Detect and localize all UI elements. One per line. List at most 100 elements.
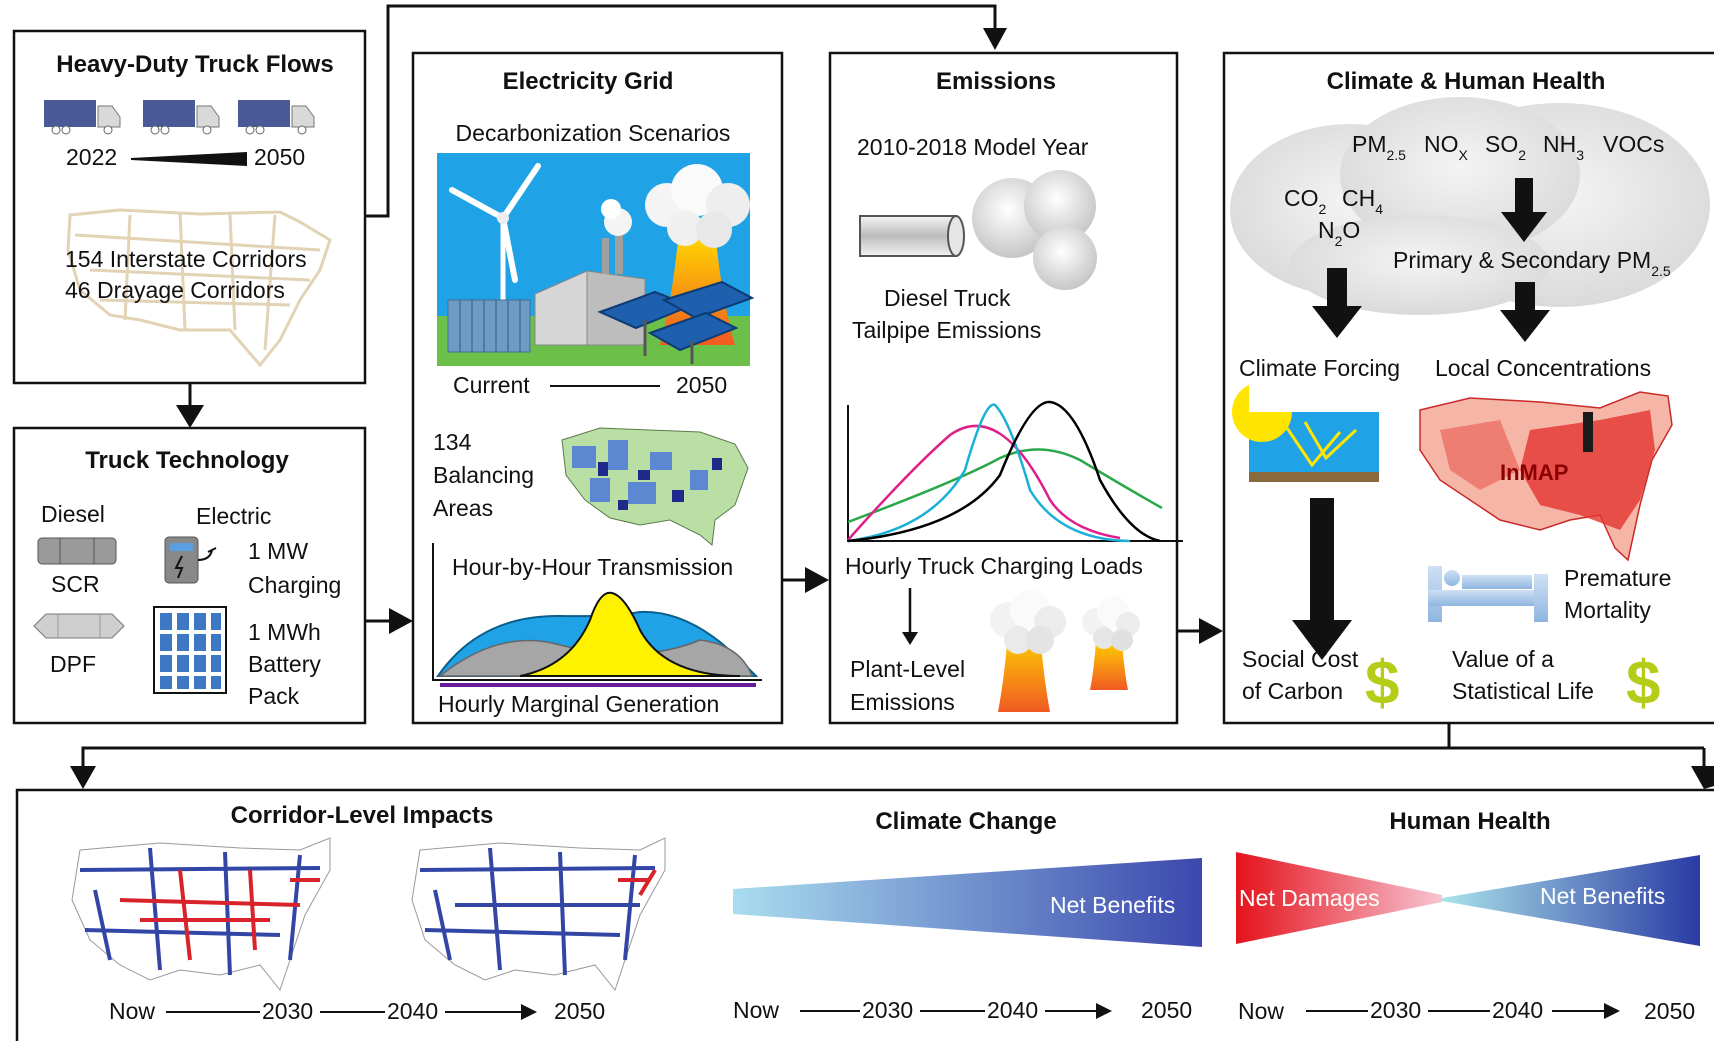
panel-title: Climate & Human Health (1327, 68, 1606, 95)
health-axis-now: Now (1238, 998, 1284, 1024)
premature-label-1: Premature (1564, 565, 1671, 591)
battery-label-3: Pack (248, 683, 300, 709)
arrowhead-to-grid (389, 608, 413, 634)
flow-arrows (1292, 178, 1550, 660)
co2-label: CO2 (1284, 185, 1327, 217)
panel-title: Emissions (936, 68, 1056, 95)
scc-label-2: of Carbon (1242, 678, 1343, 704)
top-feed-line (365, 4, 997, 218)
dpf-label: DPF (50, 651, 96, 677)
panel-climate-health: Climate & Human Health PM2.5 NOX SO2 NH3… (1222, 51, 1714, 725)
truck-icon (238, 100, 315, 135)
charging-load-curves (847, 400, 1183, 543)
n2o-label: N2O (1318, 217, 1360, 249)
ch4-label: CH4 (1342, 185, 1383, 217)
climate-net-benefits: Net Benefits (1050, 892, 1175, 918)
health-axis-2050: 2050 (1644, 998, 1695, 1024)
growth-wedge (131, 152, 247, 166)
scr-icon (37, 537, 117, 565)
corridor-map-2050 (411, 837, 666, 992)
us-corridor-map (66, 208, 332, 368)
transmission-label: Hour-by-Hour Transmission (452, 554, 733, 580)
axis-now: Now (109, 998, 155, 1024)
tailpipe-label-2: Tailpipe Emissions (852, 317, 1041, 343)
power-plant-icons (990, 590, 1140, 712)
year-start-label: 2022 (66, 144, 117, 170)
arrowhead-to-health (1199, 618, 1223, 644)
timeline-current: Current (453, 372, 530, 398)
timeline-2050: 2050 (676, 372, 727, 398)
health-net-damages: Net Damages (1239, 885, 1380, 911)
arrowhead-bottom-left (70, 766, 96, 789)
so2-label: SO2 (1485, 131, 1526, 163)
arrowhead-bottom-right (1691, 766, 1714, 789)
connectors (70, 4, 1714, 789)
vsl-label-2: Statistical Life (1452, 678, 1594, 704)
plant-level-label-2: Emissions (850, 689, 955, 715)
panel-truck-flows: Heavy-Duty Truck Flows (12, 29, 367, 385)
primary-secondary-label: Primary & Secondary PM2.5 (1393, 247, 1671, 279)
electric-label: Electric (196, 503, 271, 529)
panel-truck-technology: Truck Technology Diesel Electric SCR DPF… (12, 426, 367, 725)
battery-label-2: Battery (248, 651, 321, 677)
dollar-icon: $ (1365, 649, 1399, 718)
health-axis-2030: 2030 (1370, 997, 1421, 1023)
tailpipe-label-1: Diesel Truck (884, 285, 1011, 311)
plant-level-label-1: Plant-Level (850, 656, 965, 682)
dpf-icon (33, 613, 125, 639)
health-benefit-wedge (1442, 855, 1700, 946)
panel-title: Heavy-Duty Truck Flows (56, 51, 333, 78)
panel-emissions: Emissions 2010-2018 Model Year Diesel Tr… (828, 51, 1183, 725)
local-concentrations-label: Local Concentrations (1435, 355, 1651, 381)
balancing-label-2: Balancing (433, 462, 534, 488)
diesel-label: Diesel (41, 501, 105, 527)
panel-outcomes: Corridor-Level Impacts Now 2030 2040 205… (15, 788, 1714, 1041)
scenarios-label: Decarbonization Scenarios (456, 120, 731, 146)
truck-icon (44, 100, 121, 135)
climate-axis-now: Now (733, 997, 779, 1023)
hospital-bed-icon (1428, 566, 1548, 622)
truck-icons (44, 100, 315, 135)
scr-label: SCR (51, 571, 100, 597)
dollar-icon: $ (1626, 649, 1660, 718)
model-year-label: 2010-2018 Model Year (857, 134, 1089, 160)
panel-electricity-grid: Electricity Grid Decarbonization Scenari… (411, 51, 784, 725)
arrowhead-to-emissions-side (805, 567, 829, 593)
axis-2050: 2050 (554, 998, 605, 1024)
health-net-benefits: Net Benefits (1540, 883, 1665, 909)
down-arrowhead (902, 632, 918, 645)
arrowhead-to-tech (176, 405, 204, 428)
panel-title: Truck Technology (85, 447, 289, 474)
charging-label-2: Charging (248, 572, 341, 598)
balancing-label-1: 134 (433, 429, 472, 455)
charging-loads-label: Hourly Truck Charging Loads (845, 553, 1143, 579)
corridor-impacts-title: Corridor-Level Impacts (231, 802, 494, 829)
interstate-corridors-label: 154 Interstate Corridors (65, 246, 307, 272)
premature-label-2: Mortality (1564, 597, 1651, 623)
drayage-corridors-label: 46 Drayage Corridors (65, 277, 285, 303)
radiative-forcing-icon (1232, 380, 1379, 482)
corridor-map-2030 (71, 837, 331, 992)
year-end-label: 2050 (254, 144, 305, 170)
balancing-areas-map (561, 427, 749, 546)
marginal-generation-chart (432, 543, 762, 687)
battery-pack-icon (153, 606, 227, 694)
nox-label: NOX (1424, 131, 1469, 163)
axis-2040: 2040 (387, 998, 438, 1024)
nh3-label: NH3 (1543, 131, 1584, 163)
health-damage-wedge (1236, 852, 1442, 944)
climate-axis-2040: 2040 (987, 997, 1038, 1023)
vsl-label-1: Value of a (1452, 646, 1554, 672)
marginal-generation-label: Hourly Marginal Generation (438, 691, 719, 717)
climate-axis-2050: 2050 (1141, 997, 1192, 1023)
human-health-title: Human Health (1389, 808, 1550, 835)
tailpipe-illustration (859, 170, 1097, 290)
panel-title: Electricity Grid (503, 68, 674, 95)
vocs-label: VOCs (1603, 131, 1664, 157)
charger-icon (164, 536, 217, 584)
truck-icon (143, 100, 220, 135)
inmap-label: InMAP (1500, 460, 1568, 485)
energy-scene-illustration (437, 153, 755, 366)
pm25-label: PM2.5 (1352, 131, 1406, 163)
